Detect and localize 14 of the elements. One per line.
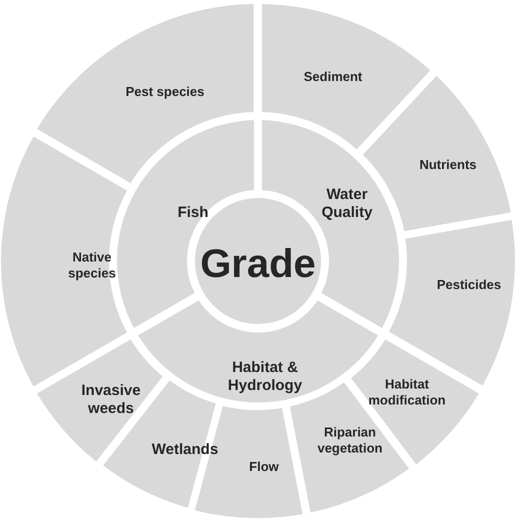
segment-label: Sediment (302, 69, 364, 85)
segment-label: Flow (248, 459, 280, 475)
segment-label: Fish (176, 204, 210, 222)
segment-label: Nutrients (418, 157, 478, 173)
segment-label: Habitat modification (367, 376, 447, 408)
segment-label: Water Quality (320, 186, 374, 222)
segment-label: Pesticides (436, 277, 502, 293)
segment-label: Wetlands (150, 440, 220, 459)
segment-label: Invasive weeds (80, 382, 142, 418)
segment-label: Native species (67, 249, 117, 281)
segment-label: Pest species (124, 84, 206, 100)
segment-label: Habitat & Hydrology (226, 359, 304, 395)
segment-label: Riparian vegetation (316, 424, 384, 456)
center-title: Grade (199, 241, 317, 288)
